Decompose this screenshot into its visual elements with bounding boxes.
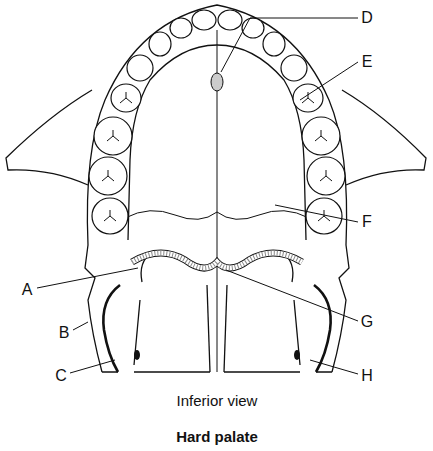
- cusp-mark: [315, 130, 327, 141]
- posterior-outline: [85, 245, 102, 372]
- zygomatic-wing: [6, 90, 92, 185]
- tooth: [242, 18, 264, 38]
- teeth: [89, 10, 345, 234]
- view-caption: Inferior view: [175, 393, 260, 410]
- cusp-mark: [120, 92, 132, 103]
- leader-line: [73, 322, 88, 330]
- callout-letter: B: [57, 324, 72, 342]
- callout-letter: H: [359, 367, 375, 385]
- callout-letter: G: [359, 313, 375, 331]
- incisive-foramen: [211, 73, 223, 91]
- foramen: [134, 350, 140, 360]
- callout-letter: C: [53, 367, 69, 385]
- hamulus: [103, 285, 120, 372]
- tooth: [111, 84, 141, 112]
- callout-letter: F: [360, 213, 374, 231]
- tooth: [149, 32, 171, 56]
- foramen: [294, 350, 300, 360]
- cusp-mark: [107, 130, 119, 141]
- cusp-mark: [102, 170, 114, 181]
- bottom-edge: [102, 371, 332, 372]
- tooth: [127, 55, 153, 81]
- leader-line: [37, 268, 138, 288]
- hamulus: [103, 285, 330, 372]
- posterior-border: [132, 253, 302, 268]
- hamulus: [314, 285, 331, 372]
- tooth: [281, 55, 307, 81]
- callout-letter: A: [20, 281, 35, 299]
- tooth: [92, 198, 128, 234]
- tooth-cusps: [102, 92, 332, 221]
- tooth: [192, 10, 216, 30]
- cusp-mark: [104, 210, 116, 221]
- vomer: [224, 285, 227, 372]
- callout-letter: D: [359, 9, 375, 27]
- leader-line: [226, 270, 358, 321]
- leader-line: [310, 360, 358, 374]
- tooth: [263, 32, 285, 56]
- leader-lines: [37, 18, 358, 374]
- tooth: [306, 198, 342, 234]
- tooth: [89, 157, 127, 195]
- callout-letter: E: [360, 53, 375, 71]
- bone-outline: [6, 5, 426, 372]
- posterior-border-hatch: [132, 253, 302, 268]
- tooth: [170, 18, 192, 38]
- pterygoid-plate: [294, 300, 300, 365]
- tooth: [218, 10, 242, 30]
- leader-line: [221, 18, 358, 72]
- leader-line: [275, 205, 358, 222]
- posterior-border: [132, 253, 302, 268]
- zygomatic-wing: [342, 90, 426, 185]
- tooth: [307, 157, 345, 195]
- tooth: [94, 117, 132, 155]
- pterygoid-plate: [134, 300, 140, 365]
- leader-line: [70, 360, 115, 373]
- posterior-outline: [332, 245, 349, 372]
- figure-title: Hard palate: [174, 429, 260, 446]
- posterior-border: [132, 253, 302, 268]
- vomer: [207, 285, 210, 372]
- leader-line: [300, 62, 358, 100]
- tooth: [302, 117, 340, 155]
- cusp-mark: [320, 170, 332, 181]
